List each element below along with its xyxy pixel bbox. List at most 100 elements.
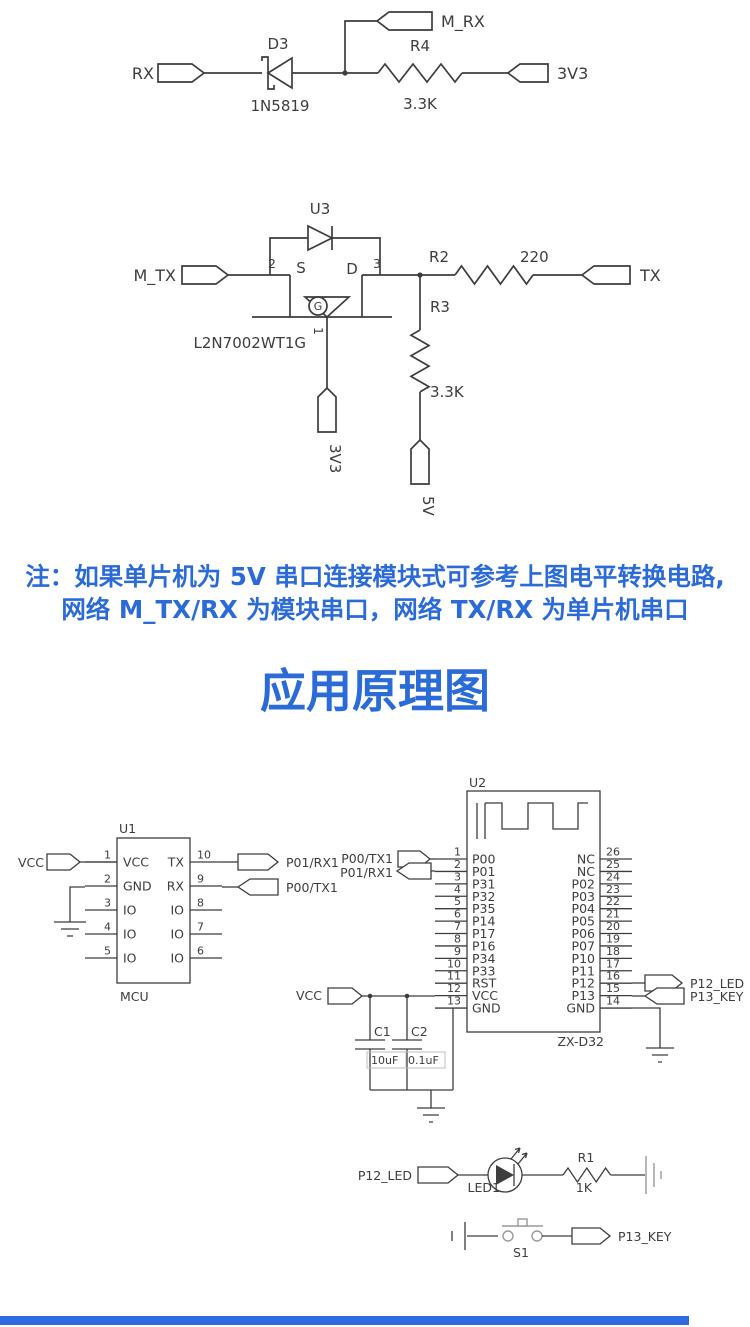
note-line-1: 注：如果单片机为 5V 串口连接模块式可参考上图电平转换电路, — [25, 562, 725, 591]
pin-name: P02 — [572, 876, 595, 891]
pin-number: 4 — [104, 921, 111, 934]
tx-port-icon — [580, 265, 631, 285]
u1-body — [116, 837, 191, 984]
wire — [269, 237, 308, 275]
port-label-p12-led: P12_LED — [690, 976, 744, 991]
pin-name: NC — [577, 864, 595, 879]
u1-name: MCU — [120, 989, 149, 1004]
pin-number: 2 — [104, 873, 111, 886]
pin-name: GND — [123, 879, 152, 894]
pin-name: IO — [123, 951, 137, 966]
mosfet-pin2-number: 2 — [268, 256, 276, 271]
mosfet-source-label: S — [296, 259, 306, 277]
port-label-p13-key: P13_KEY — [690, 989, 744, 1004]
pin-name: IO — [123, 927, 137, 942]
pin-name: VCC — [123, 855, 149, 870]
pin-name: P00 — [472, 852, 495, 867]
pin-name: P16 — [472, 938, 495, 953]
port-label-p01-rx1: P01/RX1 — [340, 865, 393, 880]
port-label-3v3: 3V3 — [326, 444, 344, 473]
pin-name: P31 — [472, 876, 495, 891]
pin-number: 24 — [606, 870, 620, 883]
u2-body — [466, 790, 601, 1033]
u2-p12-port-icon — [644, 974, 684, 992]
u1-ground-icon — [54, 886, 86, 937]
d3-diode-icon — [266, 56, 293, 90]
led-power-bar-icon — [645, 1156, 662, 1194]
r3-ref: R3 — [430, 298, 450, 316]
pin-number: 6 — [197, 945, 204, 958]
pin-number: 12 — [447, 982, 461, 995]
pin-number: 22 — [606, 895, 620, 908]
led1-ref: LED1 — [468, 1180, 500, 1195]
c2-capacitor-icon — [392, 996, 422, 1090]
pin-name: TX — [167, 855, 185, 870]
mosfet-legs — [289, 275, 363, 317]
s1-contact-icon — [502, 1230, 514, 1242]
wire — [332, 237, 381, 275]
mosfet-pin3-number: 3 — [373, 256, 381, 271]
pin-number: 8 — [197, 897, 204, 910]
footer-accent-bar — [0, 1316, 689, 1325]
d3-value: 1N5819 — [251, 97, 310, 115]
pin-name: P11 — [572, 963, 595, 978]
u2-ground-icon — [632, 1007, 674, 1063]
u2-p13-port-icon — [643, 987, 685, 1005]
pin-number: 4 — [454, 883, 461, 896]
pin-number: 2 — [454, 858, 461, 871]
port-label-m-rx: M_RX — [441, 12, 485, 32]
pin-name: RX — [167, 879, 185, 894]
pin-number: 19 — [606, 932, 620, 945]
r4-ref: R4 — [410, 37, 430, 55]
pin-number: 17 — [606, 957, 620, 970]
port-label-p12-led: P12_LED — [358, 1168, 412, 1183]
port-label-vcc: VCC — [18, 855, 44, 870]
key-power-bar-icon — [451, 1222, 498, 1250]
pin-number: 1 — [454, 846, 461, 859]
c1-ref: C1 — [374, 1024, 391, 1039]
pin-name: RST — [472, 976, 497, 991]
pin-name: P17 — [472, 926, 495, 941]
r3-resistor-icon — [409, 329, 431, 393]
pin-number: 11 — [447, 970, 461, 983]
pin-number: 15 — [606, 982, 620, 995]
c2-value-box — [405, 1051, 446, 1069]
rx-port-icon — [157, 63, 206, 83]
pin-number: 3 — [454, 870, 461, 883]
pin-name: VCC — [472, 988, 498, 1003]
pin-name: P14 — [472, 914, 495, 929]
pin-number: 9 — [454, 945, 461, 958]
rx-level-shift-circuit: RX D3 1N5819 M_RX R4 3.3K 3V3 — [132, 11, 588, 115]
pin-name: P32 — [472, 889, 495, 904]
note-line-2: 网络 M_TX/RX 为模块串口，网络 TX/RX 为单片机串口 — [61, 595, 689, 624]
pin-number: 26 — [606, 846, 620, 859]
u1-vcc-port-icon — [46, 853, 82, 871]
d3-ref: D3 — [267, 35, 288, 53]
led-port-icon — [417, 1166, 460, 1184]
pin-number: 14 — [606, 995, 620, 1008]
pin-number: 23 — [606, 883, 620, 896]
caps-ground-icon — [417, 1090, 445, 1123]
u1-p01-port-icon — [237, 853, 280, 871]
port-label-3v3: 3V3 — [557, 64, 588, 83]
pin-name: P35 — [472, 901, 495, 916]
pin-name: IO — [170, 903, 184, 918]
port-label-vcc: VCC — [296, 988, 322, 1003]
pin-name: IO — [123, 903, 137, 918]
pin-number: 21 — [606, 908, 620, 921]
mosfet-pin1-number: 1 — [311, 327, 326, 335]
mosfet-part-number: L2N7002WT1G — [194, 334, 306, 352]
pin-name: P13 — [572, 988, 595, 1003]
port-label-tx: TX — [639, 266, 661, 285]
led1-diode-icon — [496, 1165, 514, 1185]
u2-name: ZX-D32 — [557, 1034, 604, 1049]
pin-number: 10 — [447, 957, 461, 970]
r1-resistor-icon — [562, 1166, 612, 1184]
page-title: 应用原理图 — [260, 664, 490, 718]
